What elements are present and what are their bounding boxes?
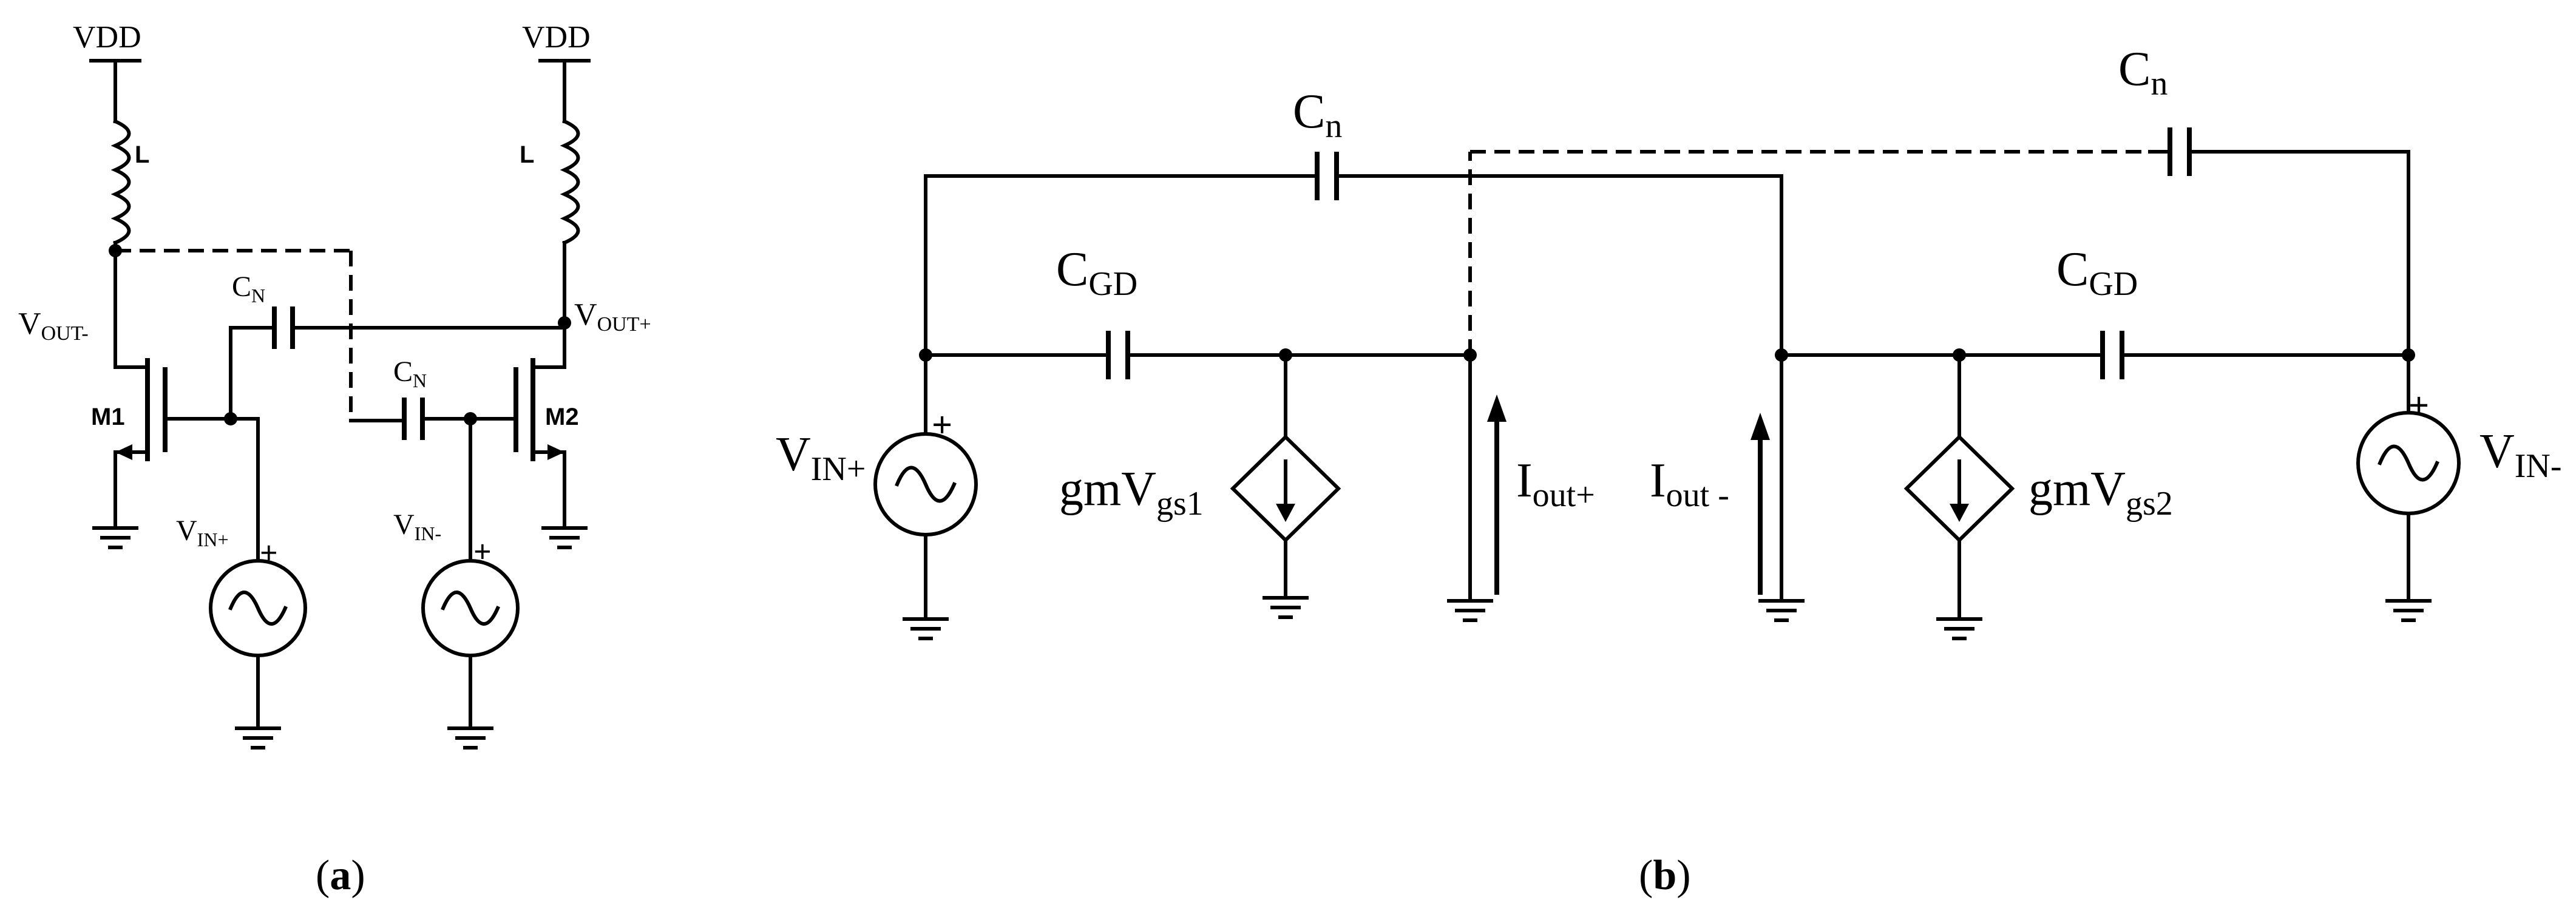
sine-icon <box>895 465 957 503</box>
sine-icon <box>441 591 500 626</box>
sine-icon <box>2378 444 2439 482</box>
iout-minus-label: Iout - <box>1650 454 1729 514</box>
panel-b-schematic: Cn Cn CGD CGD VIN+ VIN- gmVgs1 gmVgs2 Io… <box>776 42 2562 899</box>
cn-label-left: Cn <box>1293 85 1342 145</box>
ground-icon <box>1263 598 1309 617</box>
plus-sign: + <box>260 536 278 570</box>
arrow-up-icon <box>1487 394 1507 422</box>
cn-label-right: Cn <box>2118 42 2168 103</box>
iout-plus-label: Iout+ <box>1516 454 1595 514</box>
ground-icon <box>1758 601 1805 620</box>
caption-b: (b) <box>1639 852 1691 899</box>
gm-label-left: gmVgs1 <box>1059 462 1204 523</box>
cgd-label-right: CGD <box>2056 243 2138 303</box>
vdd-label-left: VDD <box>73 20 141 55</box>
ground-icon <box>447 728 493 748</box>
ground-icon <box>1447 601 1493 620</box>
cap-label-right: CN <box>393 356 427 391</box>
vdd-label-right: VDD <box>522 20 591 55</box>
gm-label-right: gmVgs2 <box>2029 462 2173 523</box>
vout-minus-label: VOUT- <box>18 306 89 345</box>
ground-icon <box>541 528 588 547</box>
plus-sign: + <box>932 405 952 445</box>
plus-sign: + <box>2408 385 2429 425</box>
cap-label-left: CN <box>232 271 265 306</box>
caption-a: (a) <box>316 852 365 899</box>
transistor-label-m2: M2 <box>545 404 579 430</box>
vin-minus-label-a: VIN- <box>393 509 441 544</box>
ground-icon <box>2385 601 2432 620</box>
arrow-head <box>1950 504 1969 522</box>
node-vout-plus <box>558 316 571 330</box>
ground-icon <box>92 528 138 547</box>
vin-minus-label-b: VIN- <box>2479 425 2562 485</box>
inductor-label-left: L <box>135 141 149 168</box>
vin-plus-label-b: VIN+ <box>776 428 866 488</box>
m1-source-arrow <box>115 444 132 460</box>
transistor-label-m1: M1 <box>91 404 125 430</box>
inductor-right <box>560 119 580 245</box>
plus-sign: + <box>473 535 492 569</box>
panel-a-schematic: VDD VDD L L VOUT- VOUT+ CN CN M1 M2 VIN+… <box>18 20 651 899</box>
cgd-label-left: CGD <box>1056 243 1137 303</box>
sine-icon <box>228 591 288 626</box>
inductor-left <box>110 119 131 245</box>
ground-icon <box>903 619 949 638</box>
m2-source-arrow <box>547 444 564 460</box>
ground-icon <box>235 728 281 748</box>
arrow-up-icon <box>1751 413 1770 440</box>
arrow-head <box>1276 504 1295 522</box>
ground-icon <box>1936 619 1982 638</box>
vout-plus-label: VOUT+ <box>574 297 651 336</box>
inductor-label-right: L <box>520 141 534 168</box>
vin-plus-label-a: VIN+ <box>176 515 228 550</box>
